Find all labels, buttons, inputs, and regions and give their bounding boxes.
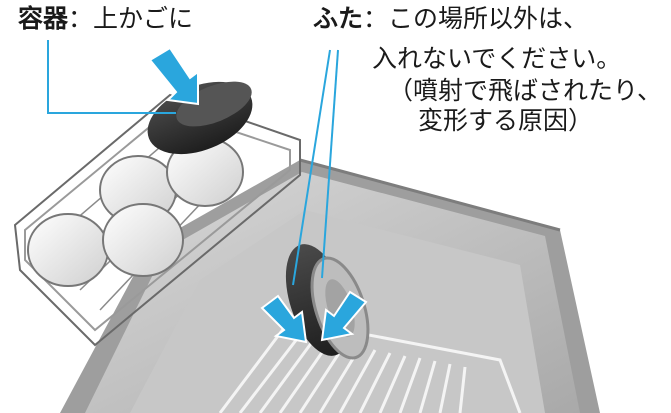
lid-term: ふた — [313, 4, 364, 33]
lid-callout-line-1 — [292, 49, 331, 286]
lid-arrow-left-icon — [260, 294, 308, 344]
lid-desc: この場所以外は、 — [388, 4, 589, 33]
lid-label: ふた：この場所以外は、 — [313, 4, 588, 34]
container-separator: ： — [68, 4, 94, 33]
lid-separator: ： — [363, 4, 389, 33]
lid-arrow-right-icon — [320, 290, 368, 342]
lid-callout-line-2 — [321, 49, 339, 279]
callout-lines — [47, 40, 339, 286]
arrows — [148, 46, 368, 344]
container-desc: 上かごに — [93, 4, 194, 33]
container-term: 容器 — [18, 4, 69, 33]
lid-note-line-2: （噴射で飛ばされたり、 — [388, 76, 663, 105]
cups — [27, 137, 244, 287]
container-arrow-icon — [148, 46, 199, 106]
lid-note-line-3: 変形する原因） — [418, 106, 594, 135]
container-callout-line — [47, 40, 176, 114]
container-label: 容器：上かごに — [18, 4, 193, 34]
lower-rack — [218, 318, 522, 413]
lid-note-line-1: 入れないでください。 — [372, 44, 622, 73]
